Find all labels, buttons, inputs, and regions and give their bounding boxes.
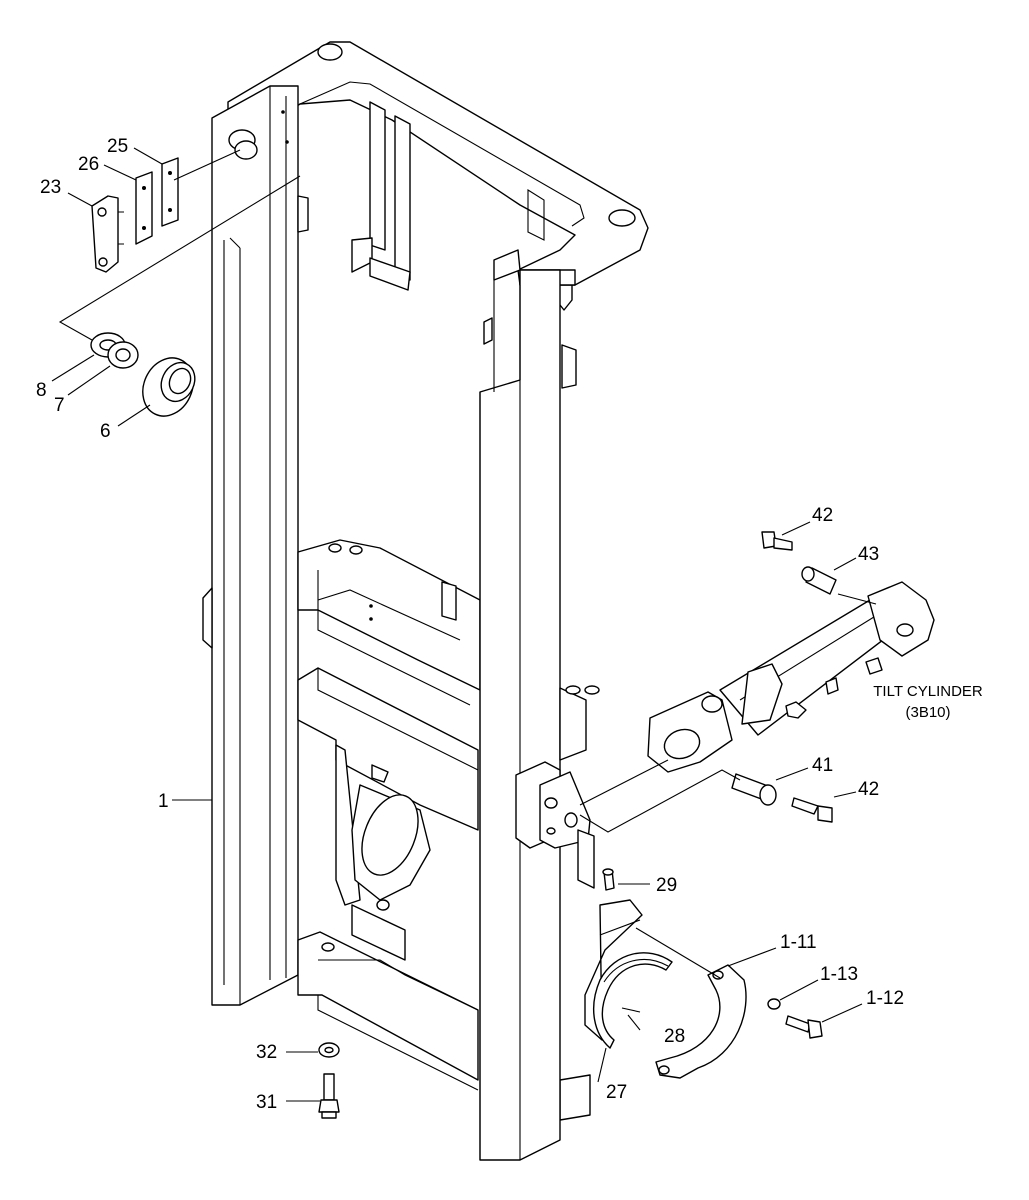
tilt-cylinder-label: TILT CYLINDER — [873, 683, 983, 700]
bolt-31 — [318, 1073, 340, 1119]
label-27: 27 — [606, 1082, 627, 1103]
shim-26 — [135, 171, 153, 245]
label-25: 25 — [107, 136, 128, 157]
label-42-top: 42 — [812, 505, 833, 526]
washer-32 — [318, 1042, 340, 1058]
label-41: 41 — [812, 755, 833, 776]
tilt-bracket — [515, 761, 606, 912]
assembly-lines-right — [579, 759, 741, 979]
label-1: 1 — [158, 791, 169, 812]
label-32: 32 — [256, 1042, 277, 1063]
label-29: 29 — [656, 875, 677, 896]
right-upright — [479, 249, 600, 1161]
label-1-11: 1-11 — [780, 932, 817, 953]
shim-7 — [107, 341, 139, 369]
label-31: 31 — [256, 1092, 277, 1113]
label-8: 8 — [36, 380, 47, 401]
bottom-crossmember — [297, 931, 591, 1121]
inner-rear-channel — [351, 101, 577, 389]
washer-1-13 — [767, 998, 781, 1010]
bearing-stub — [228, 129, 258, 160]
shim-25 — [161, 157, 179, 227]
plate-23 — [91, 195, 124, 273]
tilt-cylinder-ref: (3B10) — [905, 704, 950, 721]
cap-1-11 — [655, 964, 747, 1079]
center-crossmember — [297, 539, 481, 961]
leader-lines — [51, 147, 863, 1102]
pin-43 — [801, 566, 837, 595]
roller-bearing-6 — [142, 357, 196, 417]
label-1-13: 1-13 — [820, 964, 858, 985]
bolt-42-lower — [791, 797, 833, 823]
assembly-lines-left — [58, 149, 301, 341]
tilt-cylinder — [647, 581, 935, 773]
label-23: 23 — [40, 177, 61, 198]
label-43: 43 — [858, 544, 879, 565]
part-labels: 1 6 7 8 23 25 26 27 28 29 31 32 41 42 42… — [36, 136, 983, 1113]
bushing-27 — [593, 952, 673, 1049]
label-28: 28 — [664, 1026, 685, 1047]
label-6: 6 — [100, 421, 111, 442]
label-26: 26 — [78, 154, 99, 175]
bolt-42-top — [761, 531, 793, 551]
label-7: 7 — [54, 395, 65, 416]
bolt-1-12 — [785, 1015, 823, 1039]
pin-41 — [731, 773, 777, 806]
left-upright — [202, 85, 309, 1006]
label-1-12: 1-12 — [866, 988, 904, 1009]
grease-nipple-29 — [602, 868, 615, 891]
label-42-lower: 42 — [858, 779, 879, 800]
